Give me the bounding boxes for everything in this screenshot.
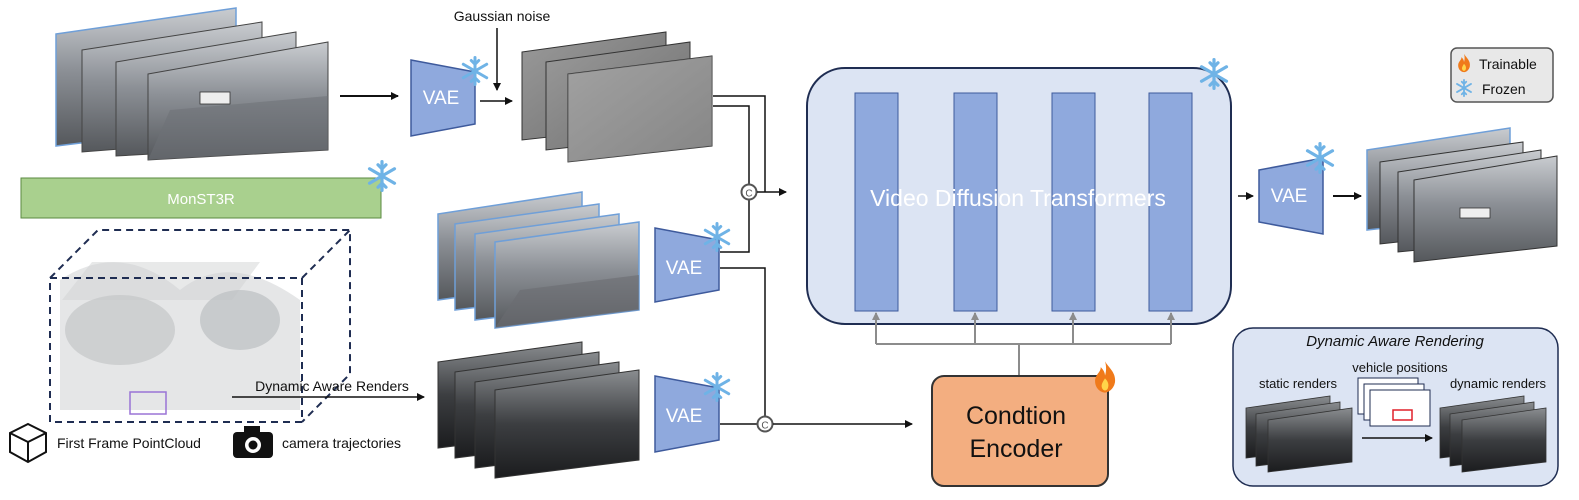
legend-trainable: Trainable bbox=[1479, 56, 1537, 72]
first-frame-pointcloud-label: First Frame PointCloud bbox=[57, 435, 201, 451]
condition-encoder: Condtion Encoder bbox=[931, 361, 1116, 487]
reference-video-frames bbox=[437, 191, 640, 329]
vehicle-positions-label: vehicle positions bbox=[1352, 360, 1448, 375]
pointcloud-box bbox=[49, 229, 351, 423]
vae-label: VAE bbox=[666, 258, 703, 279]
fire-icon bbox=[1095, 361, 1116, 393]
dar-title: Dynamic Aware Rendering bbox=[1306, 333, 1484, 350]
svg-text:C: C bbox=[745, 189, 752, 200]
dynamic-renders-thumbs bbox=[1439, 395, 1547, 473]
line-latents-to-concat-2 bbox=[713, 105, 750, 186]
vae-encoder-middle: VAE bbox=[654, 222, 731, 303]
legend-frozen: Frozen bbox=[1482, 81, 1526, 97]
monst3r-label: MonST3R bbox=[167, 191, 235, 208]
concat-node-top: C bbox=[740, 183, 758, 201]
static-renders-thumbs bbox=[1245, 395, 1353, 473]
concat-node-bottom: C bbox=[756, 415, 774, 433]
camera-trajectories-label: camera trajectories bbox=[282, 435, 401, 451]
dynamic-aware-rendering-panel: Dynamic Aware Rendering static renders v… bbox=[1232, 327, 1559, 487]
output-video-frames bbox=[1366, 127, 1558, 263]
vehicle-positions-thumbs bbox=[1357, 377, 1431, 427]
condition-encoder-line2: Encoder bbox=[969, 435, 1062, 463]
vae-encoder-top: VAE bbox=[410, 56, 489, 137]
encoder-to-dit-connectors bbox=[872, 312, 1175, 376]
vae-label: VAE bbox=[423, 88, 460, 109]
svg-text:C: C bbox=[761, 421, 768, 432]
gaussian-noise-label: Gaussian noise bbox=[454, 8, 551, 24]
dit-block-4 bbox=[1148, 92, 1193, 312]
dynamic-aware-renders-label: Dynamic Aware Renders bbox=[255, 378, 409, 394]
dit-block-1 bbox=[854, 92, 899, 312]
line-vae-middle-to-concat bbox=[720, 198, 750, 253]
legend: Trainable Frozen bbox=[1450, 47, 1554, 103]
render-frames bbox=[437, 341, 640, 479]
input-video-frames bbox=[55, 7, 329, 161]
vae-decoder: VAE bbox=[1258, 142, 1335, 235]
dit-block-3 bbox=[1051, 92, 1096, 312]
static-renders-label: static renders bbox=[1259, 376, 1338, 391]
dit-block-2 bbox=[953, 92, 998, 312]
vae-label: VAE bbox=[666, 406, 703, 427]
cube-icon bbox=[9, 422, 47, 464]
vae-label: VAE bbox=[1271, 186, 1308, 207]
dit-panel: Video Diffusion Transformers bbox=[806, 58, 1232, 325]
monst3r-bar: MonST3R bbox=[20, 160, 397, 219]
line-latents-to-concat bbox=[713, 95, 766, 192]
noisy-latent-frames bbox=[521, 31, 713, 163]
condition-encoder-line1: Condtion bbox=[966, 402, 1066, 430]
dit-label: Video Diffusion Transformers bbox=[870, 185, 1166, 211]
line-vae-middle-down bbox=[720, 267, 766, 418]
dynamic-renders-label: dynamic renders bbox=[1450, 376, 1547, 391]
camera-icon bbox=[233, 426, 273, 458]
vae-encoder-bottom: VAE bbox=[654, 372, 731, 453]
